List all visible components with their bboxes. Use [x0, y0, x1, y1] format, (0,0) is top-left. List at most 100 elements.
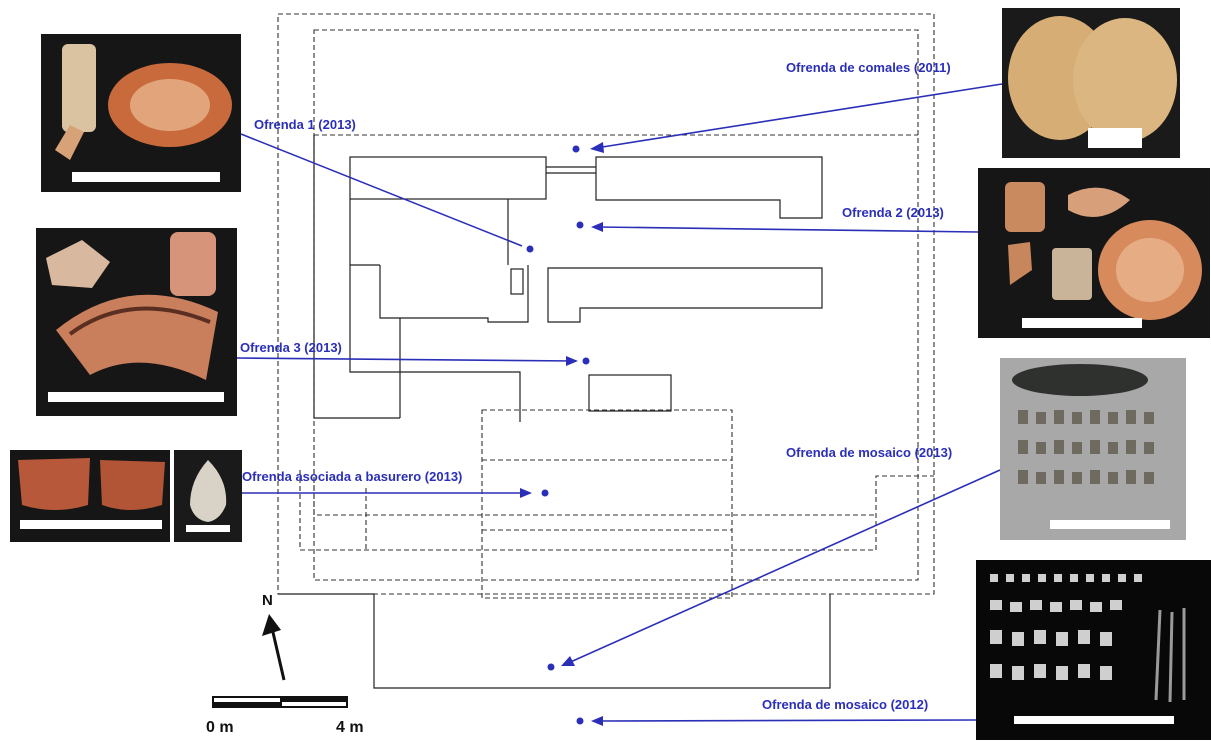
ofrenda-2-photo-panel — [978, 168, 1210, 338]
ofrenda-comales-arrowhead — [590, 142, 604, 153]
comal-disc — [1073, 18, 1177, 142]
mosaic-piece — [1072, 412, 1082, 424]
long-blade — [1168, 611, 1174, 703]
ofrenda-mosaico-2013-photo-panel — [1000, 358, 1186, 540]
mosaic-piece — [1078, 664, 1090, 678]
ofrenda-1-photo-panel — [41, 34, 241, 192]
mosaic-piece — [1134, 574, 1142, 582]
ofrenda-comales-label: Ofrenda de comales (2011) — [786, 60, 951, 75]
mosaic-piece — [1034, 664, 1046, 678]
photo-scale — [1050, 520, 1170, 529]
inner-dashed-enclosure — [313, 29, 919, 581]
small-feature — [510, 268, 524, 295]
ofrenda-3-arrowhead — [566, 356, 578, 366]
ofrenda-mosaico-2012-location-dot — [576, 717, 584, 725]
room-block — [349, 156, 547, 200]
mosaic-piece — [1100, 632, 1112, 646]
mosaic-piece — [1038, 574, 1046, 582]
ofrenda-mosaico-2012-label: Ofrenda de mosaico (2012) — [762, 697, 928, 712]
mosaic-piece — [990, 664, 1002, 678]
bowl-interior — [130, 79, 210, 131]
photo-scale — [1022, 318, 1142, 328]
bowl-vessel — [1068, 187, 1130, 218]
offering-pointers — [236, 83, 1003, 726]
mosaic-piece — [1090, 440, 1100, 454]
photo-scale — [48, 392, 224, 402]
ofrenda-basurero-label: Ofrenda asociada a basurero (2013) — [242, 469, 462, 484]
mosaic-piece — [1108, 412, 1118, 424]
mosaic-piece — [1110, 600, 1122, 610]
mosaic-piece — [1070, 574, 1078, 582]
mosaic-piece — [1126, 410, 1136, 424]
dark-stone-slab — [1012, 364, 1148, 396]
mosaic-piece — [1090, 602, 1102, 612]
room-block — [547, 267, 823, 323]
ofrenda-2-arrow — [597, 226, 979, 233]
mosaic-piece — [1086, 574, 1094, 582]
mosaic-piece — [1036, 442, 1046, 454]
room-block — [595, 156, 823, 219]
mosaic-piece — [1090, 470, 1100, 484]
mosaic-piece — [1012, 632, 1024, 646]
bowl-interior — [1116, 238, 1184, 302]
ofrenda-mosaico-2012-arrowhead — [591, 716, 603, 726]
painted-band — [68, 306, 211, 336]
ofrenda-3-arrow — [236, 357, 577, 362]
mosaic-piece — [1108, 472, 1118, 484]
mosaic-piece — [1054, 574, 1062, 582]
ofrenda-mosaico-2013-label: Ofrenda de mosaico (2013) — [786, 445, 952, 460]
mosaic-piece — [1054, 440, 1064, 454]
photo-scale — [72, 172, 220, 182]
mosaic-piece — [1054, 410, 1064, 424]
mosaic-piece — [1018, 440, 1028, 454]
room-block — [588, 374, 672, 412]
mosaic-piece — [1100, 666, 1112, 680]
ofrenda-mosaico-2013-location-dot — [547, 663, 555, 671]
stone-object — [190, 460, 227, 522]
sherd — [55, 125, 84, 160]
mosaic-piece — [1036, 472, 1046, 484]
long-blade — [1154, 609, 1162, 701]
scale-bar: 0 m 4 m — [206, 696, 364, 736]
ofrenda-2-label: Ofrenda 2 (2013) — [842, 205, 944, 220]
mosaic-piece — [1144, 472, 1154, 484]
wall-line — [349, 199, 521, 422]
mosaic-piece — [1056, 632, 1068, 646]
mosaic-piece — [1036, 412, 1046, 424]
plate-fragment — [56, 294, 218, 380]
scale-start-label: 0 m — [206, 719, 234, 736]
ofrenda-comales-photo-panel — [1002, 8, 1180, 158]
mosaic-piece — [1126, 440, 1136, 454]
offering-labels: Ofrenda 1 (2013) Ofrenda 3 (2013) Ofrend… — [240, 60, 952, 712]
mosaic-piece — [1054, 470, 1064, 484]
cylinder-vessel — [1005, 182, 1045, 232]
cylinder-vessel — [170, 232, 216, 296]
mosaic-piece — [1072, 442, 1082, 454]
mosaic-piece — [990, 630, 1002, 644]
scale-bar-segment — [282, 702, 346, 706]
mosaic-piece — [1034, 630, 1046, 644]
ofrenda-mosaico-2012-photo-panel — [976, 560, 1211, 740]
mosaic-piece — [1030, 600, 1042, 610]
ofrenda-basurero-arrowhead — [520, 488, 532, 498]
north-arrow: N — [262, 592, 286, 681]
mosaic-piece — [1070, 600, 1082, 610]
mosaic-piece — [1006, 574, 1014, 582]
mosaic-piece — [1018, 410, 1028, 424]
ofrenda-2-location-dot — [576, 221, 584, 229]
ofrenda-1-location-dot — [526, 245, 534, 253]
ofrenda-comales-location-dot — [572, 145, 580, 153]
ofrenda-1-label: Ofrenda 1 (2013) — [254, 117, 356, 132]
north-label: N — [262, 592, 273, 609]
ofrenda-3-label: Ofrenda 3 (2013) — [240, 340, 342, 355]
site-plan — [277, 13, 935, 689]
ofrenda-mosaico-2013-arrowhead — [561, 656, 575, 666]
mosaic-piece — [1056, 666, 1068, 680]
ofrenda-basurero-location-dot — [541, 489, 549, 497]
scale-end-label: 4 m — [336, 719, 364, 736]
ofrenda-comales-arrow — [595, 83, 1003, 149]
mosaic-piece — [1118, 574, 1126, 582]
north-arrow-icon — [262, 614, 286, 681]
mosaic-piece — [1022, 574, 1030, 582]
